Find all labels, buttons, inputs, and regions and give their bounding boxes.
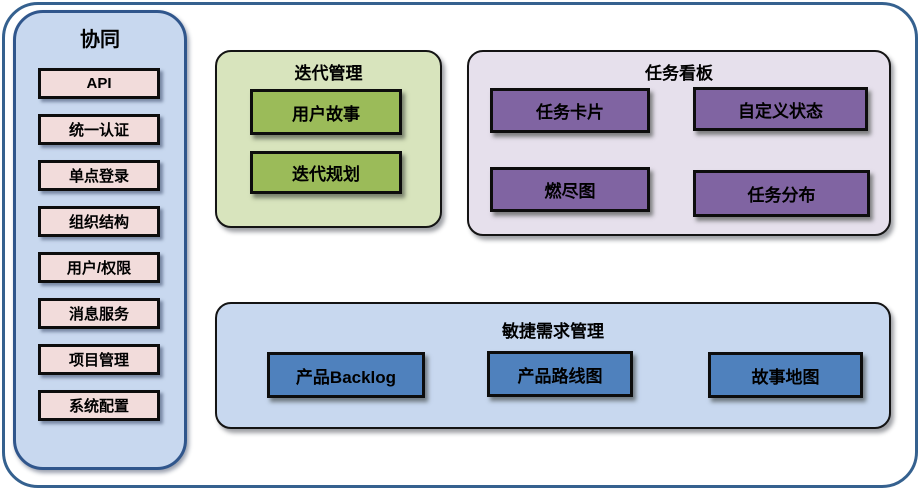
sidebar-item-message-service: 消息服务 [38,298,160,329]
iteration-section-title: 迭代管理 [294,64,363,83]
agile-section-title: 敏捷需求管理 [502,322,604,341]
sidebar-title: 协同 [80,29,120,51]
item-iteration-planning: 迭代规划 [250,151,402,194]
section-agile-requirements: 敏捷需求管理 产品Backlog 产品路线图 故事地图 [215,302,891,429]
sidebar-item-list: API 统一认证 单点登录 组织结构 用户/权限 消息服务 项目管理 系统配置 [38,68,160,421]
item-task-card: 任务卡片 [490,88,650,133]
item-story-map: 故事地图 [708,352,863,398]
sidebar-item-system-config: 系统配置 [38,390,160,421]
section-iteration-management: 迭代管理 用户故事 迭代规划 [215,50,442,228]
sidebar-item-sso: 单点登录 [38,160,160,191]
item-burndown-chart: 燃尽图 [490,167,650,212]
sidebar-item-unified-auth: 统一认证 [38,114,160,145]
sidebar-item-org-structure: 组织结构 [38,206,160,237]
sidebar-item-user-permissions: 用户/权限 [38,252,160,283]
item-product-backlog: 产品Backlog [267,352,425,398]
item-product-roadmap: 产品路线图 [487,351,633,397]
sidebar-item-api: API [38,68,160,99]
item-custom-status: 自定义状态 [693,87,868,131]
sidebar-collaboration: 协同 API 统一认证 单点登录 组织结构 用户/权限 消息服务 项目管理 系统… [13,10,187,470]
item-user-story: 用户故事 [250,89,402,135]
section-task-board: 任务看板 任务卡片 自定义状态 燃尽图 任务分布 [467,50,891,236]
kanban-section-title: 任务看板 [645,64,713,83]
sidebar-item-project-management: 项目管理 [38,344,160,375]
item-task-distribution: 任务分布 [693,170,870,217]
